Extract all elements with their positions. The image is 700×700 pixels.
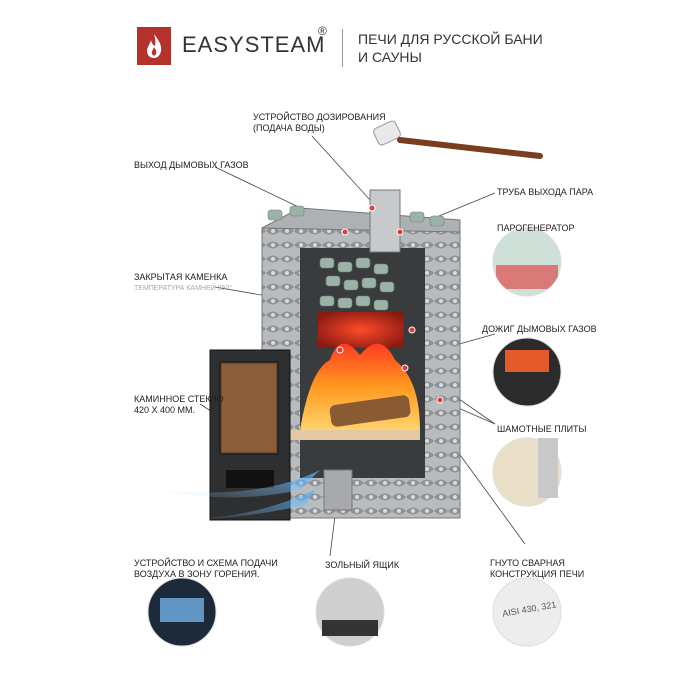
header-divider <box>342 29 343 67</box>
label-air-line-2: ВОЗДУХА В ЗОНУ ГОРЕНИЯ. <box>134 569 260 579</box>
tagline-line-1: ПЕЧИ ДЛЯ РУССКОЙ БАНИ <box>358 31 543 47</box>
label-ash-box: ЗОЛЬНЫЙ ЯЩИК <box>325 560 400 570</box>
label-air-supply: УСТРОЙСТВО И СХЕМА ПОДАЧИ ВОЗДУХА В ЗОНУ… <box>134 558 278 580</box>
label-chamotte: ШАМОТНЫЕ ПЛИТЫ <box>497 424 587 434</box>
marker-dots <box>336 204 444 404</box>
brand-logo <box>137 27 171 65</box>
label-steam-generator: ПАРОГЕНЕРАТОР <box>497 223 575 233</box>
label-dosing: УСТРОЙСТВО ДОЗИРОВАНИЯ (ПОДАЧА ВОДЫ) <box>253 112 386 134</box>
label-bent-line-1: ГНУТО СВАРНАЯ <box>490 558 565 568</box>
label-closed-stones: ЗАКРЫТАЯ КАМЕНКА ТЕМПЕРАТУРА КАМНЕЙ 350° <box>134 272 232 294</box>
tagline-line-2: И САУНЫ <box>358 49 422 65</box>
water-hose <box>397 137 543 159</box>
label-air-line-1: УСТРОЙСТВО И СХЕМА ПОДАЧИ <box>134 558 278 568</box>
label-closed-stones-sub: ТЕМПЕРАТУРА КАМНЕЙ 350° <box>134 285 233 292</box>
label-afterburn: ДОЖИГ ДЫМОВЫХ ГАЗОВ <box>482 324 597 334</box>
label-flue-exit: ВЫХОД ДЫМОВЫХ ГАЗОВ <box>134 160 249 170</box>
label-glass: КАМИННОЕ СТЕКЛО 420 Х 400 ММ. <box>134 394 224 416</box>
detail-steel <box>492 577 562 647</box>
header-tagline: ПЕЧИ ДЛЯ РУССКОЙ БАНИ И САУНЫ <box>358 30 543 66</box>
steam-pipe <box>369 189 401 253</box>
label-glass-line-1: КАМИННОЕ СТЕКЛО <box>134 394 224 404</box>
water-nozzle <box>373 120 401 146</box>
air-flow <box>160 470 320 498</box>
hot-stones <box>318 312 404 348</box>
stones <box>267 205 445 311</box>
label-dosing-line-1: УСТРОЙСТВО ДОЗИРОВАНИЯ <box>253 112 386 122</box>
registered-mark: ® <box>318 24 327 38</box>
flame-logo-icon <box>147 34 162 58</box>
label-dosing-line-2: (ПОДАЧА ВОДЫ) <box>253 123 325 133</box>
label-bent-construction: ГНУТО СВАРНАЯ КОНСТРУКЦИЯ ПЕЧИ <box>490 558 584 580</box>
label-bent-line-2: КОНСТРУКЦИЯ ПЕЧИ <box>490 569 585 579</box>
label-closed-stones-title: ЗАКРЫТАЯ КАМЕНКА <box>134 272 228 282</box>
brand-name: EASYSTEAM <box>182 32 326 57</box>
ash-box <box>323 469 353 511</box>
label-steam-pipe: ТРУБА ВЫХОДА ПАРА <box>497 187 594 197</box>
label-glass-line-2: 420 Х 400 ММ. <box>134 405 196 415</box>
